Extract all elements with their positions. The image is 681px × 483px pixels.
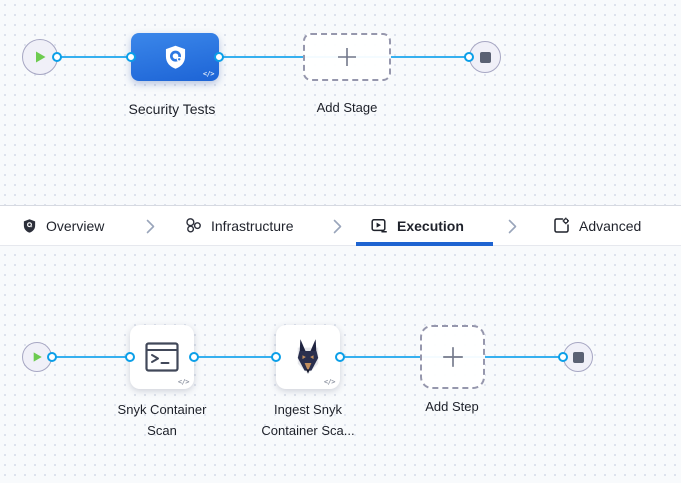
shield-icon <box>23 218 36 233</box>
stage-edge-line <box>40 56 485 58</box>
step-card-ingest-snyk[interactable]: </> <box>276 325 340 389</box>
tab-infrastructure[interactable]: Infrastructure <box>185 206 293 245</box>
step-port-end[interactable] <box>558 352 568 362</box>
tab-label: Overview <box>46 217 105 234</box>
plus-icon <box>338 48 356 66</box>
terminal-icon <box>145 342 179 372</box>
step-card-snyk-container-scan[interactable]: </> <box>130 325 194 389</box>
tab-label: Advanced <box>579 217 642 234</box>
tab-advanced[interactable]: Advanced <box>553 206 641 245</box>
step2-port-in[interactable] <box>271 352 281 362</box>
tab-label: Execution <box>397 217 464 234</box>
step1-label: Snyk Container Scan <box>117 402 207 438</box>
play-icon <box>35 51 45 63</box>
active-tab-underline <box>356 242 493 246</box>
stage-port-end[interactable] <box>464 52 474 62</box>
stage-port-out[interactable] <box>214 52 224 62</box>
nodes-icon <box>186 218 201 233</box>
code-badge: </> <box>323 378 336 386</box>
stage-pipeline-canvas: </> Security Tests Add Stage <box>0 0 681 205</box>
stage-config-tab-bar: Overview Infrastructure Execution <box>0 205 681 246</box>
file-gear-icon <box>554 217 569 233</box>
chevron-right-icon <box>146 219 155 234</box>
stage-port-in[interactable] <box>126 52 136 62</box>
add-stage-button[interactable] <box>303 33 391 81</box>
stop-icon <box>572 351 584 363</box>
add-stage-label: Add Stage <box>316 100 378 115</box>
step1-port-in[interactable] <box>125 352 135 362</box>
code-badge: </> <box>177 378 190 386</box>
add-step-label: Add Step <box>425 399 479 414</box>
step2-label: Ingest Snyk Container Sca... <box>261 402 355 438</box>
plus-icon <box>442 347 463 367</box>
security-shield-icon <box>165 45 185 69</box>
play-icon <box>33 352 42 362</box>
step2-port-out[interactable] <box>335 352 345 362</box>
step-pipeline-canvas: </> </> Snyk Container Scan Ingest Snyk … <box>0 247 681 483</box>
tab-label: Infrastructure <box>211 217 294 234</box>
tab-overview[interactable]: Overview <box>22 206 104 245</box>
chevron-right-icon <box>508 219 517 234</box>
tab-execution[interactable]: Execution <box>371 206 464 245</box>
pipeline-end-node <box>469 41 501 73</box>
play-box-icon <box>371 218 387 233</box>
stage-card-security-tests[interactable]: </> <box>131 33 219 81</box>
step1-port-out[interactable] <box>189 352 199 362</box>
add-step-button[interactable] <box>420 325 485 389</box>
step-port-start[interactable] <box>47 352 57 362</box>
chevron-right-icon <box>333 219 342 234</box>
snyk-dog-icon <box>297 339 319 374</box>
stop-icon <box>479 51 491 63</box>
stage-label: Security Tests <box>128 101 216 117</box>
code-badge: </> <box>202 70 215 78</box>
stage-port-start[interactable] <box>52 52 62 62</box>
